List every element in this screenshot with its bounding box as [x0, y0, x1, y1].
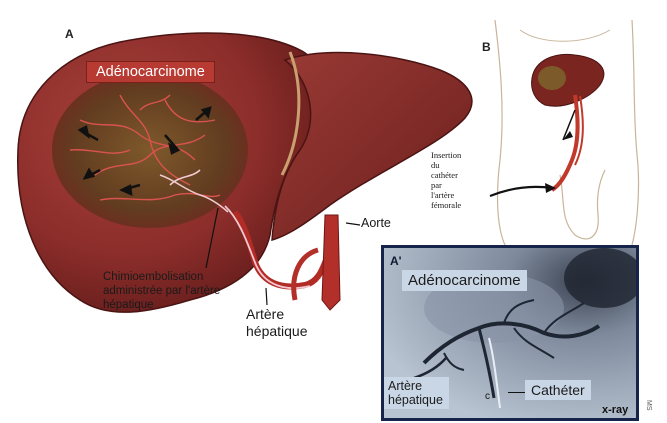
insertion-label: Insertion du cathéter par l'artère fémor…	[431, 150, 461, 210]
insertion-arrow	[490, 187, 552, 196]
artist-signature: MS	[645, 400, 652, 411]
aorta-label: Aorte	[361, 216, 391, 230]
panel-a-prime-letter: A'	[390, 254, 402, 268]
aorta	[322, 215, 340, 310]
insertion-label-line-4: par	[431, 180, 461, 190]
panel-b-letter: B	[482, 40, 491, 54]
panel-a-letter: A	[65, 27, 74, 41]
liver-left-lobe	[272, 53, 472, 240]
chemo-label: Chimioembolisation administrée par l'art…	[103, 270, 220, 312]
xray-tumor-label: Adénocarcinome	[402, 270, 527, 291]
xray-hepatic-artery-label: Artère hépatique	[382, 377, 449, 409]
xray-label: x-ray	[602, 404, 628, 416]
xray-hepatic-artery-line-1: Artère	[388, 379, 443, 393]
aorta-pointer	[346, 223, 360, 225]
body-figure	[495, 20, 639, 245]
chemo-label-line-3: hépatique	[103, 298, 220, 312]
artery-pointer	[266, 288, 267, 305]
xray-panel: A' Adénocarcinome Artère hépatique c Cat…	[381, 245, 639, 421]
xray-hepatic-artery-line-2: hépatique	[388, 393, 443, 407]
catheter-pointer	[508, 392, 525, 393]
chemo-label-line-1: Chimioembolisation	[103, 270, 220, 284]
hepatic-artery-label-line-2: hépatique	[246, 323, 308, 340]
femoral-artery	[552, 95, 578, 190]
hepatic-artery-label: Artère hépatique	[246, 306, 308, 340]
insertion-label-line-6: fémorale	[431, 200, 461, 210]
insertion-label-line-1: Insertion	[431, 150, 461, 160]
hepatic-artery-label-line-1: Artère	[246, 306, 308, 323]
insertion-label-line-5: l'artère	[431, 190, 461, 200]
insertion-label-line-3: cathéter	[431, 170, 461, 180]
xray-catheter-label: Cathéter	[525, 380, 591, 400]
insertion-label-line-2: du	[431, 160, 461, 170]
c-marker: c	[485, 391, 490, 402]
tumor-label-box: Adénocarcinome	[86, 61, 215, 83]
chemo-label-line-2: administrée par l'artère	[103, 284, 220, 298]
